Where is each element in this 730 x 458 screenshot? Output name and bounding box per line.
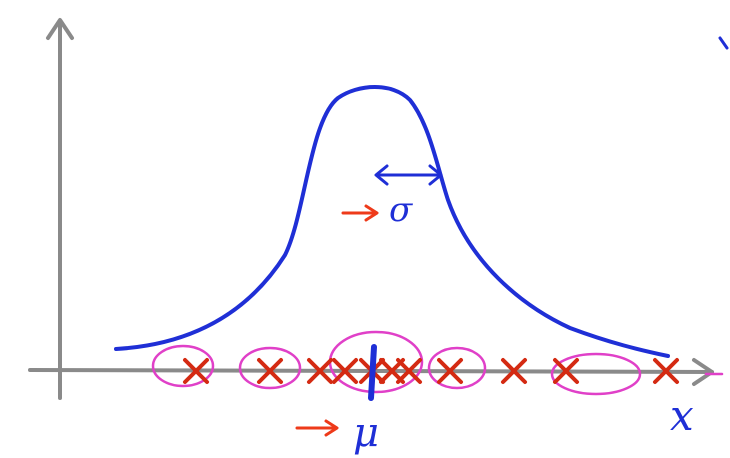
y-axis-arrowhead [46,18,74,40]
mu-label: μ [353,410,379,456]
sample-cross [653,358,679,384]
sample-cross [257,358,283,384]
cropped-mark [718,36,729,50]
sample-circles [151,330,642,396]
sigma-label: σ [389,190,413,230]
sample-cross [553,358,579,384]
x-axis-label: x [670,391,694,440]
sample-circle [550,352,642,396]
sigma-width-arrow [374,164,443,186]
gaussian-curve [114,85,670,358]
sample-circle [427,346,487,390]
sample-circle [151,344,215,388]
sample-cross [396,358,422,384]
mu-pointer-arrow [295,419,339,437]
sigma-pointer-arrow [341,204,379,222]
sample-circle [238,346,302,390]
sample-cross [501,358,527,384]
sample-cross [332,358,358,384]
sample-cross [183,358,209,384]
sample-cross [307,358,333,384]
sample-cross [437,358,463,384]
mean-marker [368,344,377,401]
x-axis-arrowhead [692,358,714,386]
